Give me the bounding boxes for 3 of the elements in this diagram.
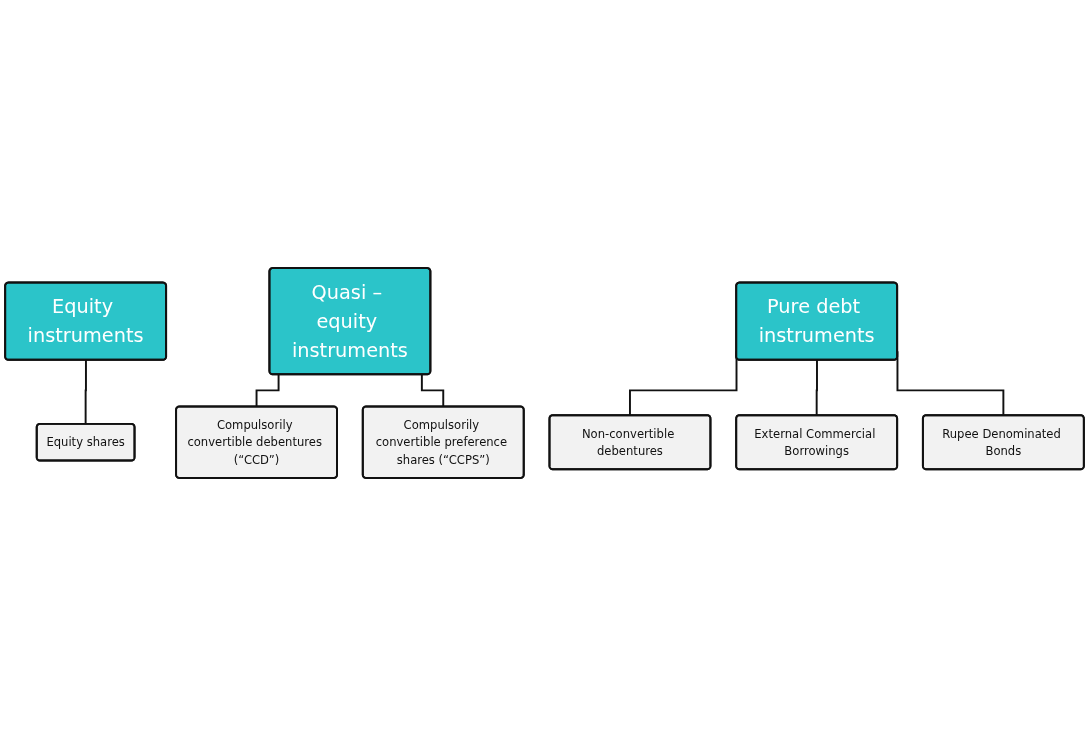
connector [255, 373, 280, 408]
connector [420, 373, 445, 408]
connector [815, 359, 818, 417]
